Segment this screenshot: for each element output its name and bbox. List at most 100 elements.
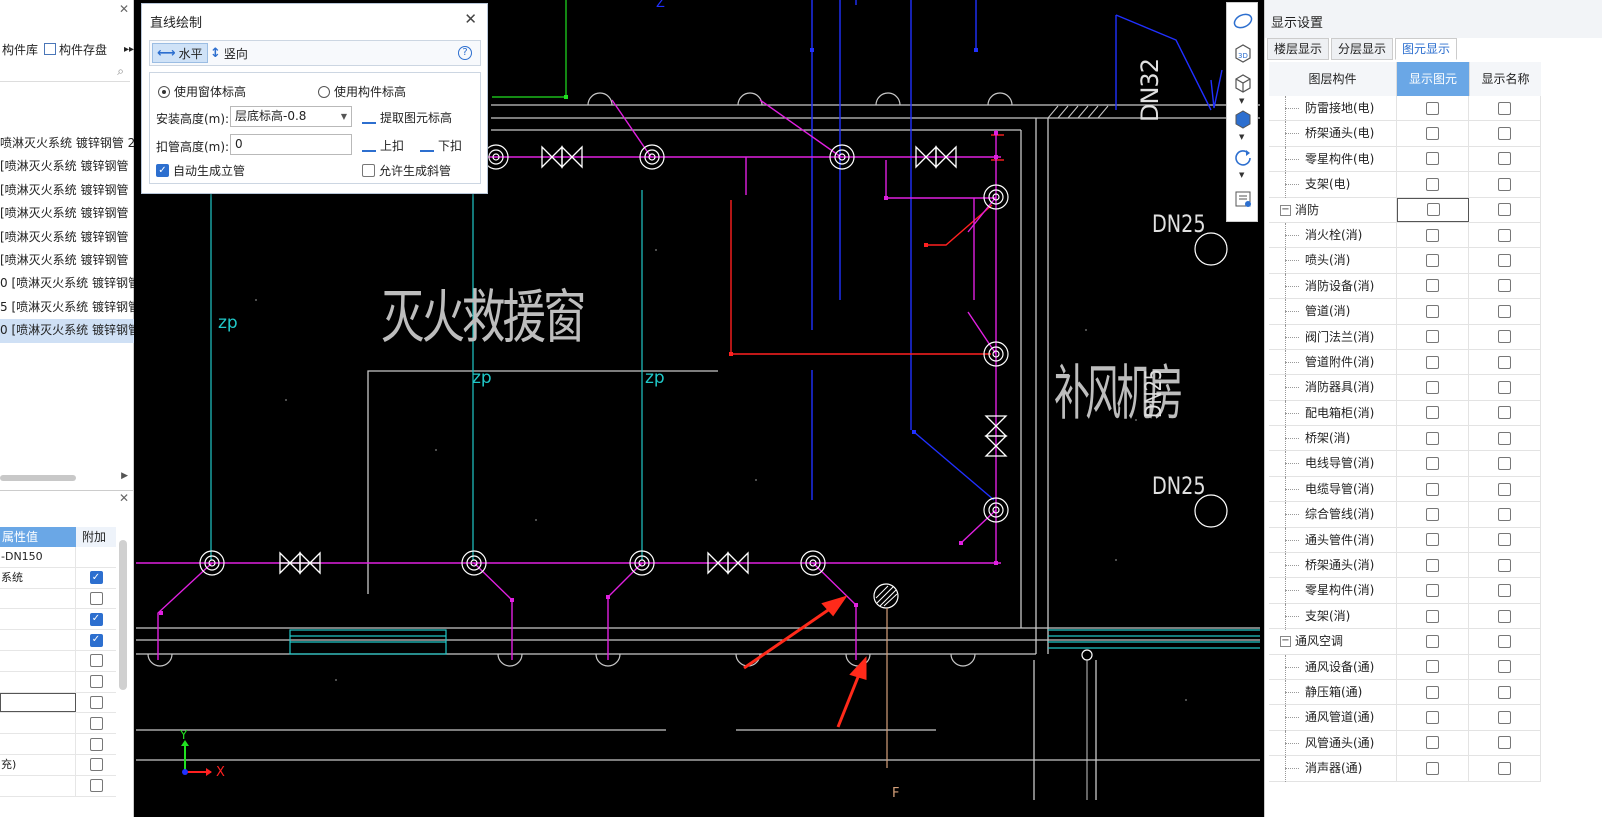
more-tabs-icon[interactable]: ▸▸ bbox=[123, 43, 134, 55]
3d-view-icon[interactable]: 3D bbox=[1233, 43, 1253, 63]
buckle-up-button[interactable]: 上扣 bbox=[362, 137, 404, 154]
checkbox-icon[interactable] bbox=[1426, 736, 1439, 750]
checkbox-icon[interactable] bbox=[1498, 609, 1511, 623]
checkbox-icon[interactable] bbox=[1426, 330, 1439, 344]
tab-display-2[interactable]: 图元显示 bbox=[1395, 38, 1458, 60]
checkbox-icon[interactable] bbox=[1498, 279, 1511, 293]
property-value[interactable]: 系统 bbox=[0, 567, 76, 588]
checkbox-checked-icon[interactable]: ✓ bbox=[89, 633, 103, 647]
checkbox-icon[interactable] bbox=[1498, 177, 1511, 191]
mode-horizontal-button[interactable]: ⟷ 水平 bbox=[152, 43, 208, 63]
chevron-down-icon[interactable]: ▼ bbox=[1239, 133, 1245, 141]
property-value[interactable] bbox=[0, 588, 76, 609]
checkbox-icon[interactable] bbox=[89, 716, 103, 730]
checkbox-icon[interactable] bbox=[1498, 685, 1511, 699]
checkbox-icon[interactable] bbox=[1426, 584, 1439, 598]
property-value[interactable]: 充) bbox=[0, 754, 76, 775]
horizontal-scrollbar[interactable]: ▶ bbox=[0, 471, 128, 482]
component-list-item[interactable]: [喷淋灭火系统 镀锌钢管 bbox=[0, 206, 129, 221]
checkbox-icon[interactable] bbox=[1426, 279, 1439, 293]
property-value[interactable] bbox=[0, 713, 76, 734]
property-value[interactable] bbox=[0, 775, 76, 796]
checkbox-icon[interactable] bbox=[1426, 254, 1439, 268]
checkbox-icon[interactable] bbox=[1426, 228, 1439, 242]
header-show-name[interactable]: 显示名称 bbox=[1469, 62, 1541, 96]
chevron-down-icon[interactable]: ▼ bbox=[1239, 97, 1245, 105]
component-list-item[interactable]: [喷淋灭火系统 镀锌钢管 bbox=[0, 182, 129, 197]
component-list-item[interactable]: [喷淋灭火系统 镀锌钢管 bbox=[0, 252, 129, 267]
property-value[interactable]: -DN150 bbox=[0, 547, 76, 567]
checkbox-icon[interactable] bbox=[1498, 330, 1511, 344]
component-list-item[interactable]: 5 [喷淋灭火系统 镀锌钢管 bbox=[0, 299, 134, 314]
close-icon[interactable]: ✕ bbox=[118, 2, 129, 16]
checkbox-icon[interactable] bbox=[1498, 711, 1511, 725]
checkbox-icon[interactable] bbox=[1426, 558, 1439, 572]
checkbox-checked-icon[interactable]: ✓ bbox=[89, 571, 103, 585]
buckle-down-button[interactable]: 下扣 bbox=[420, 137, 462, 154]
checkbox-icon[interactable] bbox=[89, 675, 103, 689]
checkbox-icon[interactable] bbox=[1498, 406, 1511, 420]
checkbox-icon[interactable] bbox=[89, 695, 103, 709]
allow-slope-checkbox[interactable]: 允许生成斜管 bbox=[362, 162, 451, 179]
checkbox-icon[interactable] bbox=[1498, 457, 1511, 471]
checkbox-icon[interactable] bbox=[1426, 203, 1440, 217]
checkbox-icon[interactable] bbox=[1498, 228, 1511, 242]
component-list-item[interactable]: [喷淋灭火系统 镀锌钢管 bbox=[0, 159, 129, 174]
radio-component-elev[interactable]: 使用构件标高 bbox=[318, 83, 406, 100]
checkbox-icon[interactable] bbox=[89, 779, 103, 793]
checkbox-icon[interactable] bbox=[1426, 482, 1439, 496]
checkbox-icon[interactable] bbox=[1426, 685, 1439, 699]
rotate-icon[interactable] bbox=[1233, 147, 1253, 167]
auto-riser-checkbox[interactable]: ✓ 自动生成立管 bbox=[156, 162, 245, 179]
checkbox-icon[interactable] bbox=[1426, 304, 1439, 318]
checkbox-icon[interactable] bbox=[89, 737, 103, 751]
tab-display-0[interactable]: 楼层显示 bbox=[1267, 38, 1330, 60]
checkbox-icon[interactable] bbox=[1426, 380, 1439, 394]
checkbox-icon[interactable] bbox=[1498, 431, 1511, 445]
checkbox-icon[interactable] bbox=[1498, 507, 1511, 521]
checkbox-icon[interactable] bbox=[1426, 101, 1439, 115]
property-value[interactable] bbox=[0, 609, 76, 630]
buckle-height-input[interactable]: 0 bbox=[230, 134, 352, 155]
checkbox-checked-icon[interactable]: ✓ bbox=[89, 612, 103, 626]
chevron-down-icon[interactable]: ▼ bbox=[1239, 171, 1245, 179]
tab-display-1[interactable]: 分层显示 bbox=[1331, 38, 1394, 60]
checkbox-icon[interactable] bbox=[1498, 380, 1511, 394]
checkbox-icon[interactable] bbox=[1426, 355, 1439, 369]
property-value[interactable] bbox=[0, 650, 76, 671]
checkbox-icon[interactable] bbox=[1426, 457, 1439, 471]
checkbox-icon[interactable] bbox=[1426, 660, 1439, 674]
install-height-select[interactable]: 层底标高-0.8 ▼ bbox=[230, 106, 352, 127]
component-list-item[interactable]: 0 [喷淋灭火系统 镀锌钢管 bbox=[0, 276, 134, 291]
collapse-icon[interactable]: − bbox=[1280, 635, 1291, 648]
checkbox-icon[interactable] bbox=[89, 654, 103, 668]
checkbox-icon[interactable] bbox=[1426, 711, 1439, 725]
checkbox-icon[interactable] bbox=[1498, 558, 1511, 572]
component-list-item[interactable]: 喷淋灭火系统 镀锌钢管 2 bbox=[0, 136, 134, 150]
checkbox-icon[interactable] bbox=[1498, 761, 1511, 775]
checkbox-icon[interactable] bbox=[1498, 660, 1511, 674]
checkbox-icon[interactable] bbox=[89, 758, 103, 772]
header-show-element[interactable]: 显示图元 bbox=[1397, 62, 1469, 96]
checkbox-icon[interactable] bbox=[1498, 203, 1511, 217]
help-icon[interactable]: ? bbox=[458, 46, 472, 60]
checkbox-icon[interactable] bbox=[1498, 355, 1511, 369]
checkbox-icon[interactable] bbox=[1426, 127, 1439, 141]
checkbox-icon[interactable] bbox=[1426, 177, 1439, 191]
scroll-right-icon[interactable]: ▶ bbox=[121, 471, 128, 481]
checkbox-icon[interactable] bbox=[1426, 431, 1439, 445]
properties-scrollbar[interactable] bbox=[119, 540, 127, 690]
checkbox-icon[interactable] bbox=[1426, 152, 1439, 166]
checkbox-icon[interactable] bbox=[1498, 482, 1511, 496]
cube-view-icon[interactable] bbox=[1233, 73, 1253, 93]
property-value[interactable] bbox=[0, 734, 76, 754]
checkbox-icon[interactable] bbox=[1498, 584, 1511, 598]
checkbox-icon[interactable] bbox=[89, 591, 103, 605]
checkbox-icon[interactable] bbox=[1426, 609, 1439, 623]
component-list-item[interactable]: 0 [喷淋灭火系统 镀锌钢管 bbox=[0, 319, 134, 343]
component-list-item[interactable]: [喷淋灭火系统 镀锌钢管 bbox=[0, 229, 129, 244]
radio-window-elev[interactable]: 使用窗体标高 bbox=[158, 83, 246, 100]
collapse-icon[interactable]: − bbox=[1280, 203, 1291, 216]
property-value[interactable] bbox=[0, 671, 76, 692]
component-search-input[interactable]: ⌕ bbox=[0, 62, 130, 82]
